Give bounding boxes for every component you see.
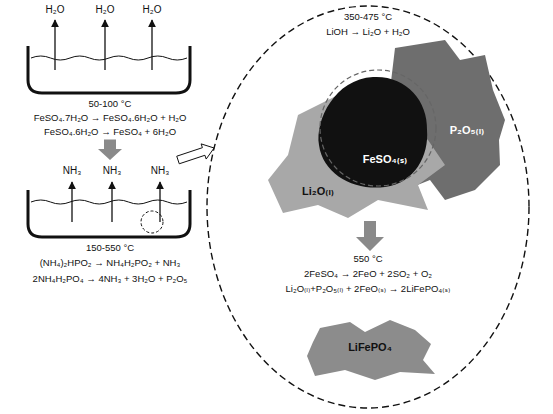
reaction-zone: 350-475 °C LiOH → Li₂O + H₂O 550 °C 2FeSO₄ …	[206, 5, 530, 409]
node-text: (NH₄)₂HPO₂ → NH₄H₂PO₂ + NH₃	[40, 257, 181, 268]
node-text: 350-475 °C	[344, 11, 392, 22]
node-text: Li₂O₍ₗ₎+P₂O₅₍ₗ₎ + 2FeO₍ₛ₎ → 2LiFePO₄₍ₛ₎	[286, 283, 451, 294]
node-text: LiFePO₄	[348, 341, 392, 354]
node-text: FeSO₄₍ₛ₎	[363, 153, 408, 166]
node-text: Li₂O₍ₗ₎	[302, 185, 334, 198]
node-text: 2NH₄H₂PO₄ → 4NH₃ + 3H₂O + P₂O₅	[33, 273, 188, 284]
node-text: FeSO₄.7H₂O → FeSO₄.6H₂O + H₂O	[34, 112, 187, 123]
node-text: FeSO₄.6H₂O → FeSO₄ + 6H₂O	[44, 126, 176, 137]
product-particle: LiFePO₄	[305, 318, 435, 380]
heating-bowl	[28, 20, 190, 93]
node-text: NH₃	[151, 165, 170, 177]
node-text: 550 °C	[353, 253, 382, 264]
node-text: 150-550 °C	[86, 242, 134, 253]
node-text: 50-100 °C	[89, 98, 132, 109]
zoom-arrow	[177, 144, 214, 164]
decomposition-stage: NH₃ NH₃ NH₃ 150-550 °C (NH₄)₂HPO₂ → NH₄H₂PO₂…	[15, 160, 200, 286]
solid-particle: FeSO₄₍ₛ₎	[315, 75, 430, 190]
node-text: P₂O₅₍ₗ₎	[450, 124, 485, 137]
dehydration-stage: H₂O H₂O H₂O 50-100 °C FeSO₄.7H₂O → FeSO₄.6H₂…	[15, 2, 200, 139]
node-text: NH₃	[63, 165, 82, 177]
node-text: NH₃	[103, 165, 122, 177]
heating-bowl	[28, 182, 190, 237]
node-text: H₂O	[96, 4, 115, 16]
contact-circle	[320, 70, 436, 186]
process-arrow	[98, 139, 122, 160]
node-text: H₂O	[143, 4, 162, 16]
node-text: H₂O	[46, 4, 65, 16]
node-text: 2FeSO₄ → 2FeO + 2SO₂ + O₂	[304, 268, 432, 279]
solid-particle-outline	[315, 75, 430, 190]
node-text: LiOH → Li₂O + H₂O	[326, 26, 410, 37]
reaction-arrow	[356, 221, 384, 251]
